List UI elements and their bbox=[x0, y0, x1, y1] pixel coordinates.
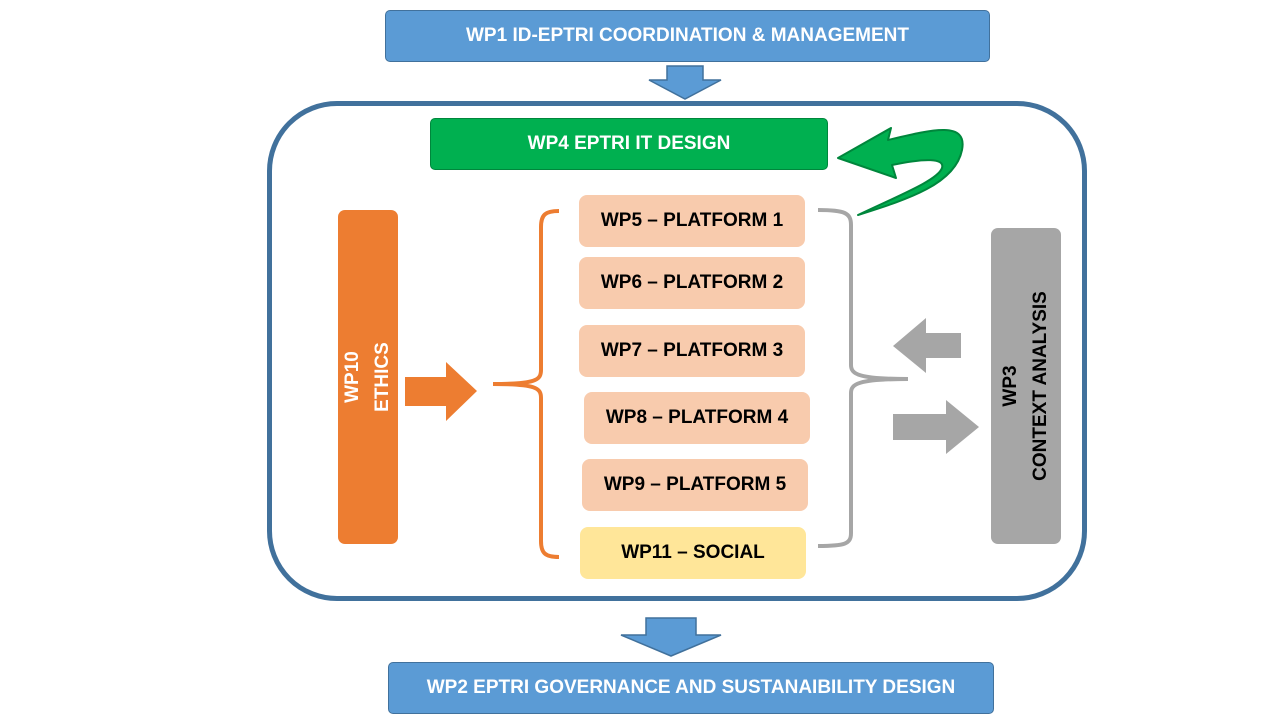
platform-box-2: WP6 – PLATFORM 2 bbox=[579, 257, 805, 309]
platform-label-1: WP5 – PLATFORM 1 bbox=[600, 210, 784, 231]
wp3-label: WP3 CONTEXT ANALYSIS bbox=[996, 291, 1056, 481]
platform-box-3: WP7 – PLATFORM 3 bbox=[579, 325, 805, 377]
wp1-label: WP1 ID-EPTRI COORDINATION & MANAGEMENT bbox=[466, 25, 909, 46]
work-packages-frame bbox=[267, 101, 1087, 601]
platform-box-5: WP9 – PLATFORM 5 bbox=[582, 459, 808, 511]
wp10-line2: ETHICS bbox=[372, 342, 393, 412]
platform-label-2: WP6 – PLATFORM 2 bbox=[600, 272, 784, 293]
wp4-label: WP4 EPTRI IT DESIGN bbox=[527, 133, 731, 154]
down-arrow-icon bbox=[648, 65, 722, 100]
down-arrow-icon-bottom bbox=[620, 617, 722, 657]
wp10-label: WP10 ETHICS bbox=[338, 342, 398, 412]
wp1-box: WP1 ID-EPTRI COORDINATION & MANAGEMENT bbox=[385, 10, 990, 62]
platform-box-1: WP5 – PLATFORM 1 bbox=[579, 195, 805, 247]
wp11-box: WP11 – SOCIAL bbox=[580, 527, 806, 579]
platform-label-4: WP8 – PLATFORM 4 bbox=[605, 407, 789, 428]
wp11-label: WP11 – SOCIAL bbox=[621, 542, 765, 563]
platform-box-4: WP8 – PLATFORM 4 bbox=[584, 392, 810, 444]
wp3-box: WP3 CONTEXT ANALYSIS bbox=[991, 228, 1061, 544]
wp2-box: WP2 EPTRI GOVERNANCE AND SUSTANAIBILITY … bbox=[388, 662, 994, 714]
wp3-line1: WP3 bbox=[1000, 365, 1021, 407]
wp2-label: WP2 EPTRI GOVERNANCE AND SUSTANAIBILITY … bbox=[426, 677, 956, 698]
wp3-line2: CONTEXT ANALYSIS bbox=[1030, 291, 1051, 481]
wp10-box: WP10 ETHICS bbox=[338, 210, 398, 544]
platform-label-3: WP7 – PLATFORM 3 bbox=[600, 340, 784, 361]
wp4-box: WP4 EPTRI IT DESIGN bbox=[430, 118, 828, 170]
platform-label-5: WP9 – PLATFORM 5 bbox=[603, 474, 787, 495]
wp10-line1: WP10 bbox=[342, 351, 363, 403]
